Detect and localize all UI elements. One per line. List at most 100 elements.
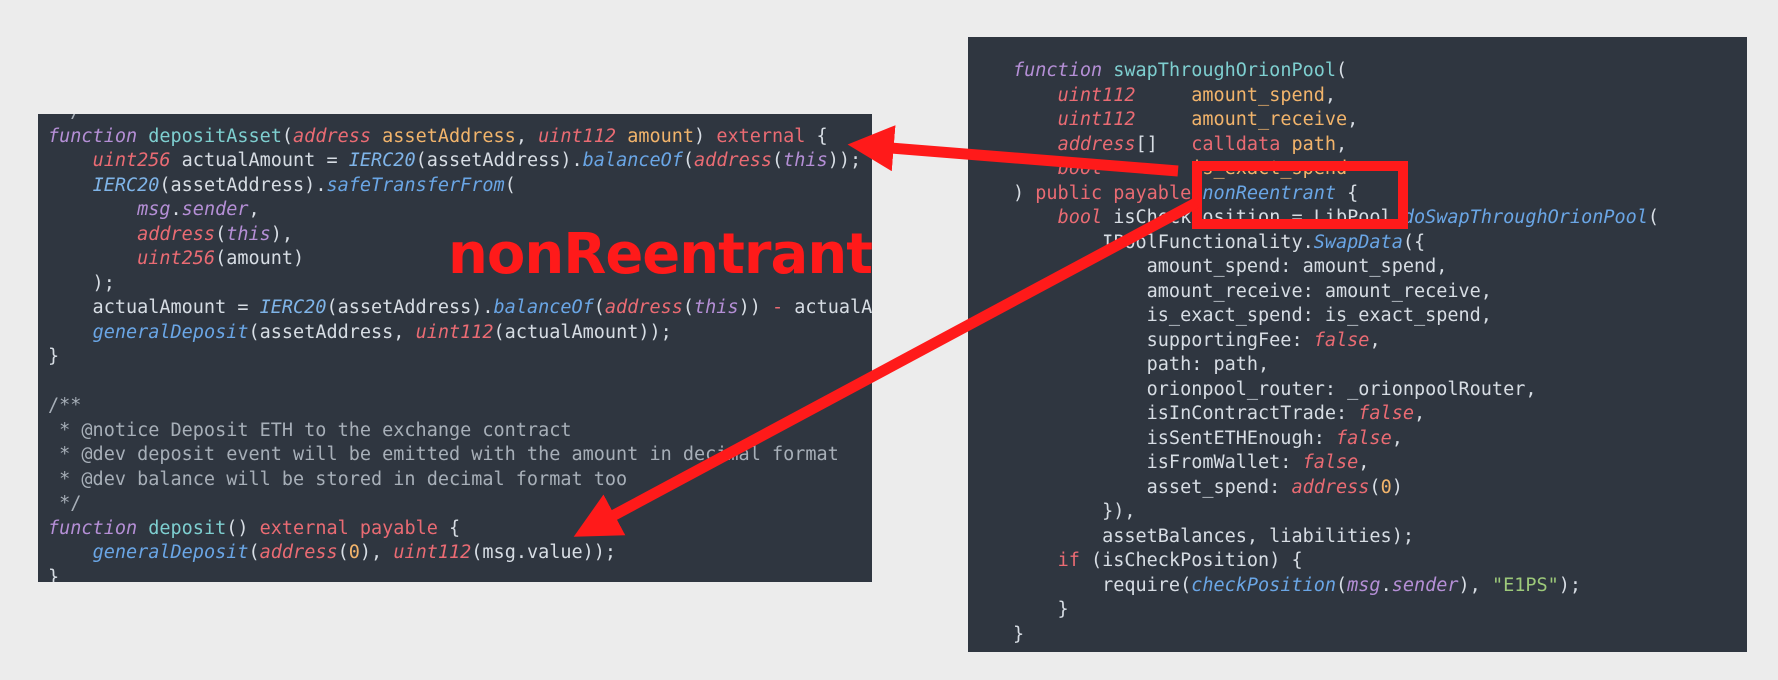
- code-token: address: [604, 297, 683, 318]
- code-token: address: [694, 150, 773, 171]
- left-code-line: }: [48, 566, 872, 583]
- code-token: amount_spend: amount_spend,: [1013, 256, 1448, 277]
- code-token: ),: [359, 542, 394, 563]
- right-code-panel: function swapThroughOrionPool( uint112 a…: [968, 37, 1747, 652]
- code-token: assetAddress: [382, 125, 516, 147]
- code-token: uint256: [92, 150, 171, 171]
- right-code-line: uint112 amount_spend,: [1013, 84, 1659, 109]
- code-token: actualAmount;: [794, 297, 872, 318]
- code-token: 0: [348, 542, 360, 563]
- right-code-line: }: [1013, 598, 1659, 623]
- code-token: balanceOf: [493, 297, 594, 318]
- code-token: (amount): [215, 248, 305, 269]
- code-token: IERC20: [348, 150, 416, 171]
- code-token: (: [337, 542, 349, 563]
- right-code-line: uint112 amount_receive,: [1013, 108, 1659, 133]
- code-token: this: [783, 150, 828, 171]
- left-code-line: }: [48, 345, 872, 370]
- code-token: safeTransferFrom: [326, 174, 505, 196]
- left-code-line: function deposit() external payable {: [48, 517, 872, 542]
- right-code-line: amount_receive: amount_receive,: [1013, 280, 1659, 305]
- code-token: IPoolFunctionality.: [1013, 231, 1314, 253]
- code-token: bool: [1057, 207, 1103, 228]
- code-token: checkPosition: [1191, 574, 1337, 596]
- code-token: payable: [1113, 182, 1192, 204]
- code-token: orionpool_router: _orionpoolRouter,: [1013, 378, 1537, 400]
- right-code-block: function swapThroughOrionPool( uint112 a…: [1013, 59, 1659, 647]
- code-token: ): [1013, 182, 1036, 204]
- code-token: .: [170, 199, 182, 220]
- code-token: uint256: [137, 248, 216, 269]
- code-token: depositAsset: [148, 125, 282, 147]
- code-token: uint112: [415, 321, 494, 343]
- right-code-line: supportingFee: false,: [1013, 329, 1659, 354]
- code-token: }: [48, 566, 60, 583]
- code-token: function: [48, 125, 138, 147]
- code-token: uint112: [1057, 109, 1136, 130]
- code-token: (: [1647, 207, 1660, 228]
- code-token: supportingFee:: [1013, 329, 1314, 351]
- code-token: actualAmount =: [170, 150, 349, 171]
- code-token: address: [137, 223, 216, 245]
- left-code-line: generalDeposit(assetAddress, uint112(act…: [48, 321, 872, 346]
- code-token: false: [1302, 452, 1359, 473]
- code-token: (assetAddress).: [326, 297, 494, 318]
- right-code-line: asset_spend: address(0): [1013, 476, 1659, 501]
- code-token: is_exact_spend: is_exact_spend,: [1013, 305, 1492, 326]
- code-token: sender: [181, 199, 249, 220]
- code-token: ): [1391, 476, 1403, 498]
- code-token: ,: [1369, 329, 1381, 351]
- right-code-line: orionpool_router: _orionpoolRouter,: [1013, 378, 1659, 403]
- right-code-line: IPoolFunctionality.SwapData({: [1013, 231, 1659, 256]
- right-code-line: address[] calldata path,: [1013, 133, 1659, 158]
- left-code-line: * @notice Deposit ETH to the exchange co…: [48, 419, 872, 444]
- right-code-line: require(checkPosition(msg.sender), "E1PS…: [1013, 574, 1659, 599]
- code-token: (: [281, 125, 294, 147]
- code-token: */: [48, 114, 81, 122]
- left-code-line: generalDeposit(address(0), uint112(msg.v…: [48, 541, 872, 566]
- code-token: }: [1013, 623, 1025, 645]
- nonreentrant-label: nonReentrant: [448, 222, 873, 287]
- code-token: isFromWallet:: [1013, 452, 1303, 473]
- highlight-box: [1192, 161, 1408, 229]
- code-token: (assetAddress,: [248, 321, 416, 343]
- code-token: if: [1057, 550, 1080, 571]
- code-token: (): [226, 517, 260, 539]
- code-token: -: [772, 297, 784, 318]
- code-token: address: [259, 542, 338, 563]
- right-code-line: isSentETHEnough: false,: [1013, 427, 1659, 452]
- right-code-line: }),: [1013, 500, 1659, 525]
- code-token: balanceOf: [582, 150, 683, 171]
- code-token: payable: [359, 517, 438, 539]
- code-token: (isCheckPosition) {: [1079, 550, 1303, 571]
- code-token: uint112: [1057, 84, 1136, 106]
- code-token: {: [1336, 182, 1359, 204]
- left-code-line: IERC20(assetAddress).safeTransferFrom(: [48, 174, 872, 199]
- code-token: isInContractTrade:: [1013, 403, 1359, 424]
- right-code-line: ) public payable nonReentrant {: [1013, 182, 1659, 207]
- code-token: amount: [627, 125, 695, 147]
- code-token: );: [48, 272, 115, 294]
- left-code-line: msg.sender,: [48, 198, 872, 223]
- code-token: ,: [515, 125, 539, 147]
- code-token: (: [1336, 60, 1348, 81]
- right-code-line: if (isCheckPosition) {: [1013, 549, 1659, 574]
- code-token: )): [738, 297, 773, 318]
- code-token: false: [1313, 329, 1370, 351]
- right-code-line: is_exact_spend: is_exact_spend,: [1013, 304, 1659, 329]
- code-token: msg: [1347, 574, 1381, 596]
- code-token: swapThroughOrionPool: [1113, 60, 1337, 81]
- code-token: address: [293, 125, 372, 147]
- code-token: doSwapThroughOrionPool: [1402, 207, 1648, 228]
- code-token: this: [694, 297, 739, 318]
- code-token: []: [1135, 133, 1192, 155]
- right-code-line: path: path,: [1013, 353, 1659, 378]
- code-token: address: [1057, 133, 1136, 155]
- code-token: (: [1336, 574, 1348, 596]
- code-token: function: [48, 517, 138, 539]
- right-code-line: function swapThroughOrionPool(: [1013, 59, 1659, 84]
- code-token: (actualAmount));: [493, 321, 672, 343]
- code-token: uint112: [393, 542, 472, 563]
- code-token: false: [1358, 403, 1414, 424]
- code-token: uint112: [538, 125, 617, 147]
